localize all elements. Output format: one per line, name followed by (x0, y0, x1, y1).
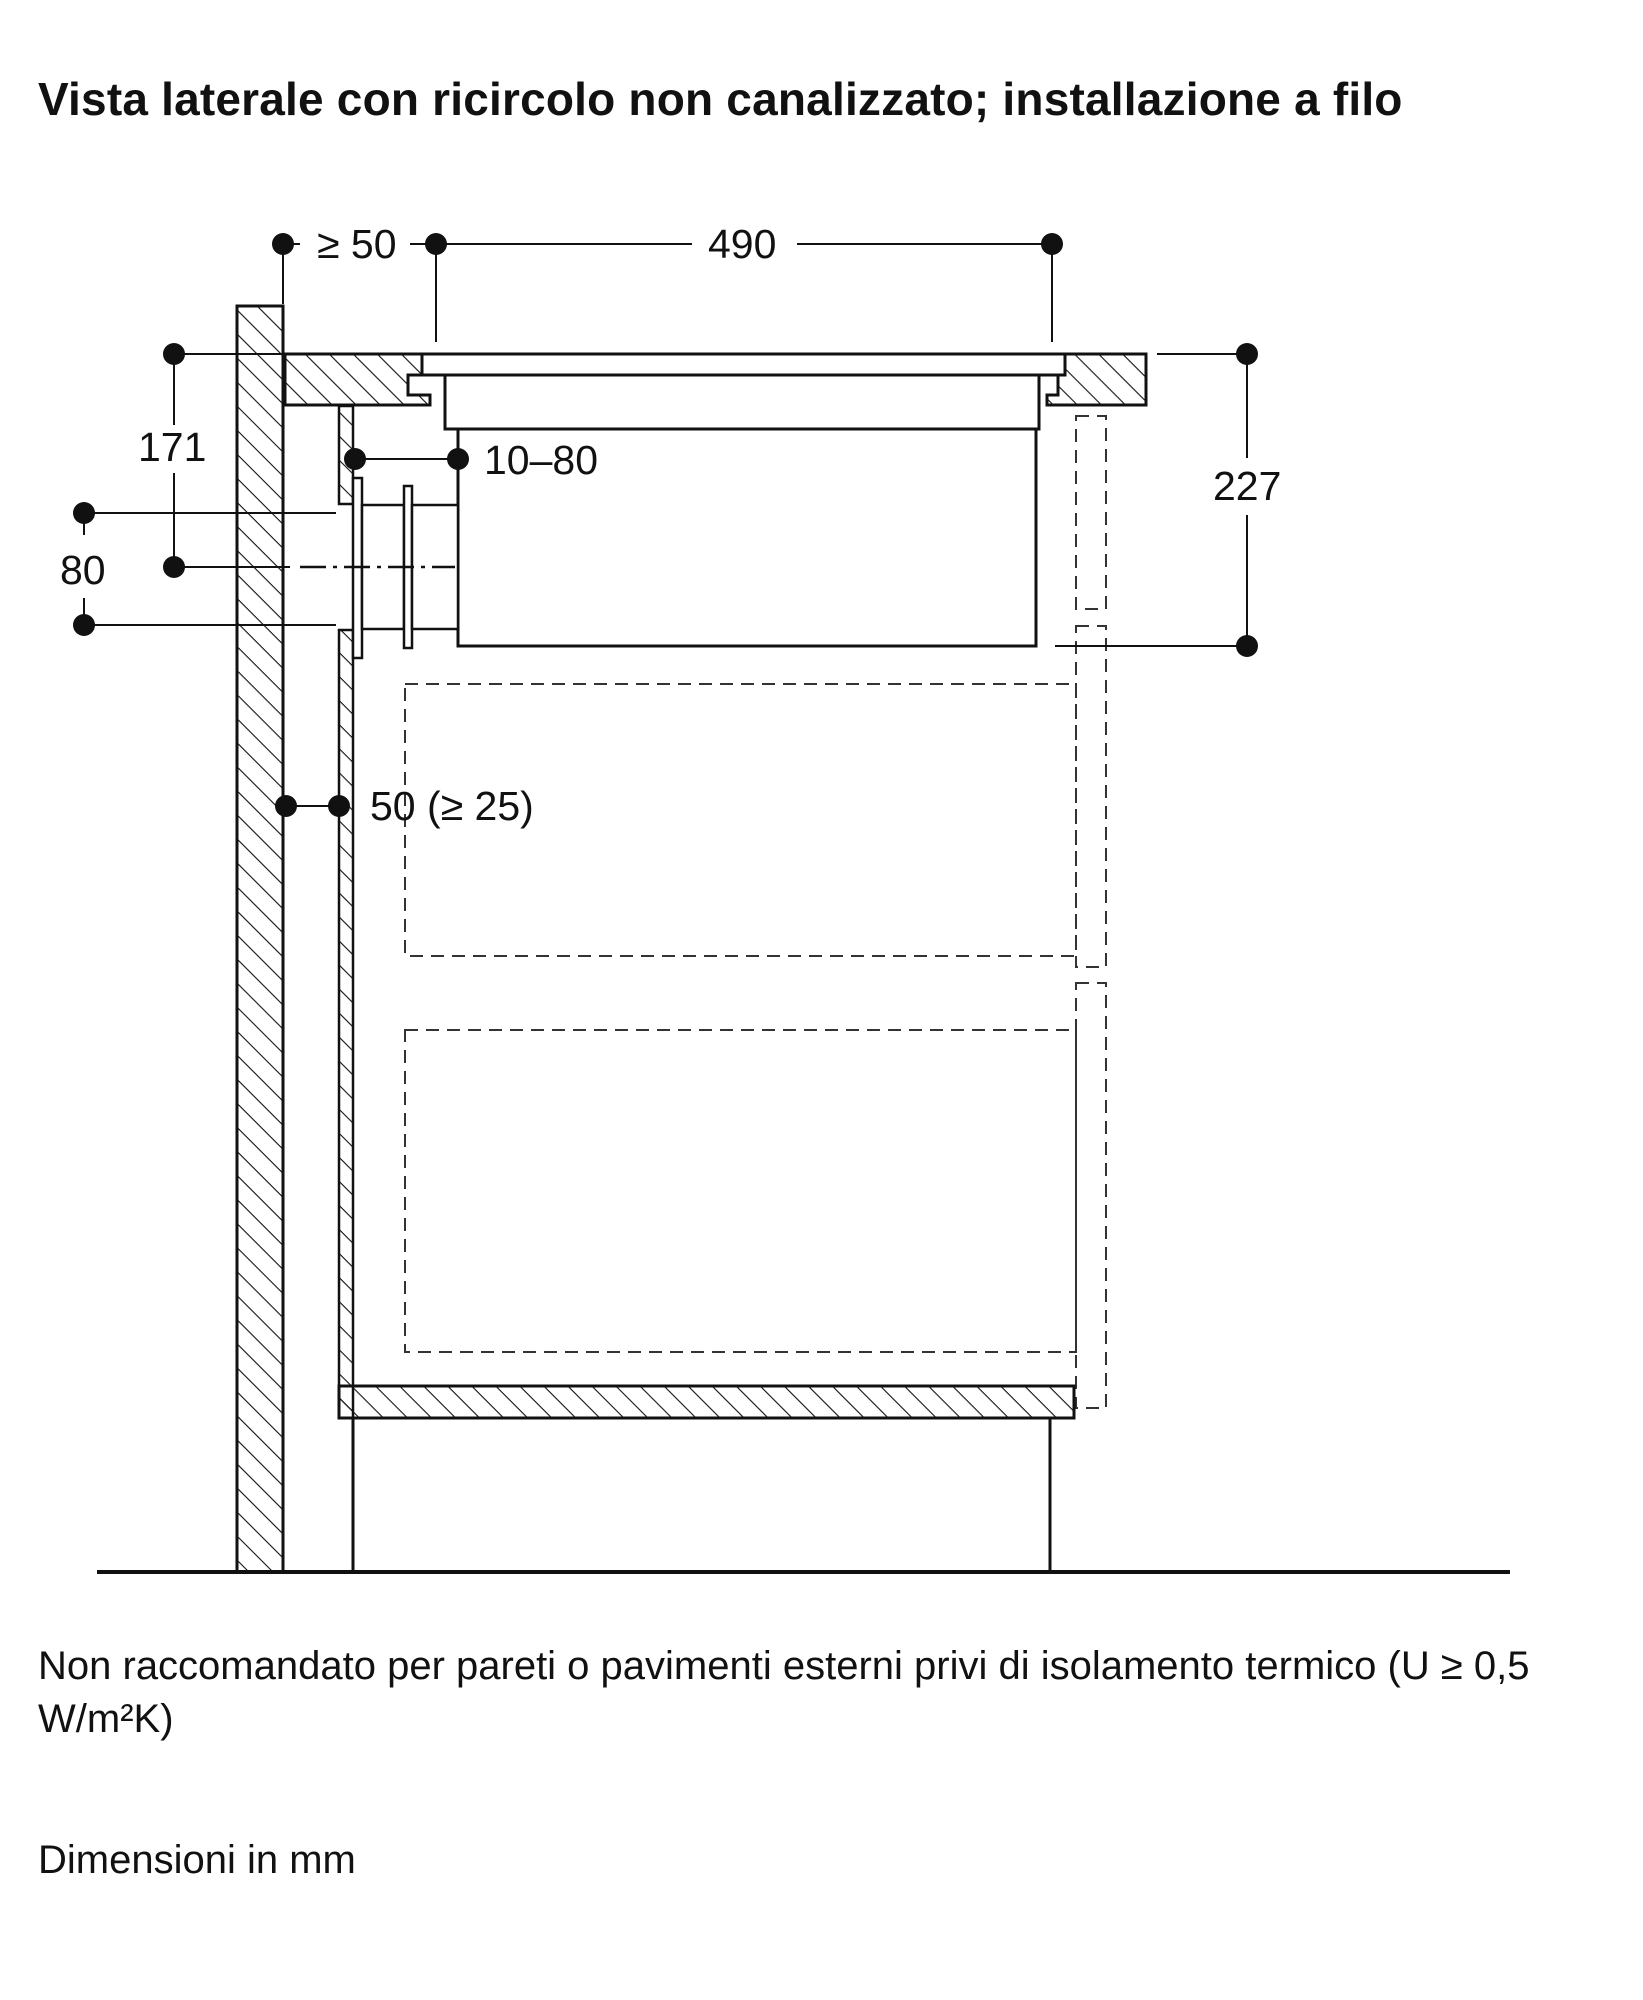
cooktop-frame (443, 373, 1041, 431)
cabinet-bottom (337, 1384, 1076, 1420)
dim-label-wall-gap-top: ≥ 50 (317, 221, 397, 267)
cooktop-glass (420, 352, 1067, 377)
dim-label-outlet-height: 80 (60, 547, 106, 593)
units-label: Dimensioni in mm (38, 1838, 356, 1882)
dim-wall-gap-side: 50 (≥ 25) (275, 783, 534, 829)
countertop-left (283, 352, 432, 407)
cabinet-back-panel (337, 404, 355, 1420)
dim-label-wall-gap-side: 50 (≥ 25) (370, 783, 534, 829)
drawer-fronts (1075, 415, 1107, 1409)
dim-top-to-outlet: 171 (138, 343, 290, 578)
insulation-note: Non raccomandato per pareti o pavimenti … (38, 1644, 1530, 1741)
dim-cooktop-width: 490 (435, 221, 1063, 342)
dim-label-top-to-outlet: 171 (138, 424, 206, 470)
dim-wall-gap-top: ≥ 50 (272, 221, 447, 304)
dim-label-outlet-offset: 10–80 (484, 437, 598, 483)
dim-outlet-offset: 10–80 (344, 437, 598, 483)
page-title: Vista laterale con ricircolo non canaliz… (38, 73, 1403, 125)
dim-label-cooktop-width: 490 (708, 221, 776, 267)
dim-unit-height: 227 (1055, 343, 1281, 657)
dim-outlet-height: 80 (60, 502, 336, 636)
wall (235, 304, 285, 1574)
air-outlet-connector (300, 476, 460, 660)
cooktop-body (456, 427, 1038, 648)
dim-label-unit-height: 227 (1213, 463, 1281, 509)
